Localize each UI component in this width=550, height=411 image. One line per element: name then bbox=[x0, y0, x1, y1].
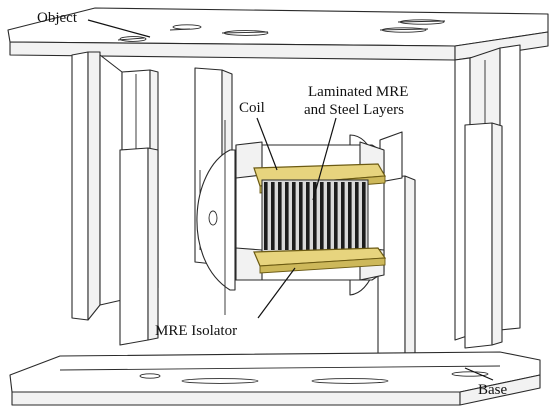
leader-lines bbox=[87, 19, 494, 381]
base-plate bbox=[9, 351, 541, 406]
coil-bottom bbox=[253, 247, 387, 274]
leader-base bbox=[464, 367, 494, 381]
left-frame bbox=[71, 51, 233, 346]
right-frame bbox=[377, 44, 521, 361]
label-laminated-line2: and Steel Layers bbox=[304, 102, 404, 118]
leader-object bbox=[87, 19, 151, 38]
label-base: Base bbox=[478, 382, 508, 398]
label-object: Object bbox=[37, 10, 78, 26]
label-laminated-line1: Laminated MRE bbox=[308, 84, 408, 100]
leader-mre-isolator bbox=[257, 267, 296, 319]
label-coil: Coil bbox=[239, 100, 265, 116]
label-mre-isolator: MRE Isolator bbox=[155, 323, 237, 339]
leader-coil bbox=[256, 117, 278, 171]
top-plate bbox=[7, 7, 549, 61]
mre-isolator-core bbox=[235, 141, 387, 281]
leader-laminated bbox=[312, 117, 337, 201]
